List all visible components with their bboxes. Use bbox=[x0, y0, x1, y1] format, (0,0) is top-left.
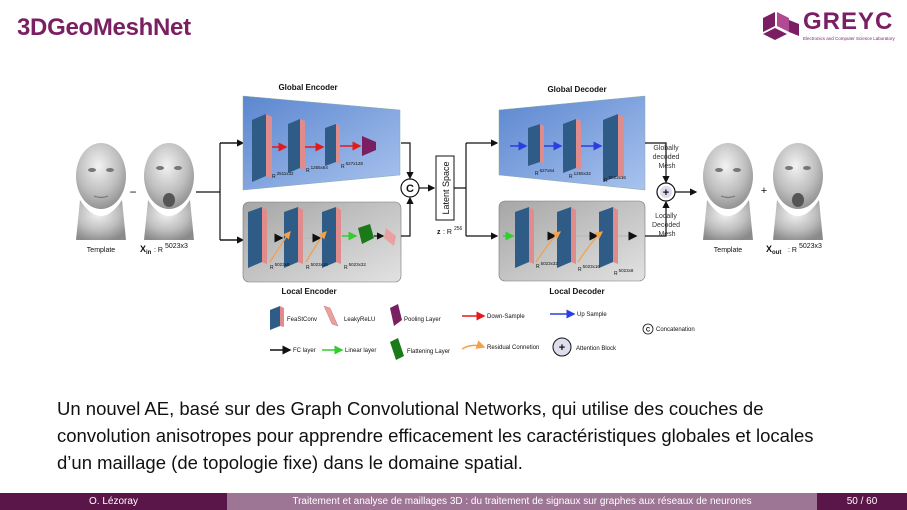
ge-dim-3: R627x128 bbox=[341, 161, 363, 170]
legend-concatenation-label: Concatenation bbox=[656, 327, 695, 333]
gd-to-attention-arrow bbox=[645, 142, 670, 184]
legend-leakyrelu-label: LeakyReLU bbox=[344, 317, 375, 323]
legend-downsample: Down-Sample bbox=[462, 311, 525, 321]
xin-dimension: : R5023x3 bbox=[154, 243, 188, 254]
xout-dimension: : R5023x3 bbox=[788, 243, 822, 254]
legend-upsample-label: Up Sample bbox=[577, 312, 607, 318]
latent-split-lines bbox=[454, 143, 467, 236]
body-paragraph: Un nouvel AE, basé sur des Graph Convolu… bbox=[57, 398, 814, 473]
legend-leakyrelu: LeakyReLU bbox=[323, 305, 375, 327]
ge-to-concat-arrow bbox=[401, 142, 414, 180]
legend-downsample-label: Down-Sample bbox=[487, 314, 525, 320]
global-encoder-layers bbox=[252, 114, 376, 182]
latent-space-label: Latent Space bbox=[441, 161, 451, 214]
xin-symbol: Xin bbox=[140, 244, 152, 256]
footer-page-number: 50 / 60 bbox=[817, 493, 907, 510]
ld-dim-1: R5023x32 bbox=[536, 261, 558, 270]
legend-pooling-label: Pooling Layer bbox=[404, 317, 441, 323]
local-decoder-label: Local Decoder bbox=[549, 287, 604, 296]
minus-sign: − bbox=[129, 185, 136, 199]
output-face bbox=[773, 143, 823, 240]
template-left-label: Template bbox=[87, 247, 116, 254]
gd-dim-1: R627x64 bbox=[535, 168, 555, 177]
legend: FeaStConv LeakyReLU Pooling Layer Down-S… bbox=[270, 304, 695, 360]
template-face-right bbox=[703, 143, 753, 240]
architecture-diagram: Template − Xin : R5023x3 Global Encoder … bbox=[76, 83, 823, 360]
legend-concat-symbol: C bbox=[646, 328, 651, 334]
legend-upsample: Up Sample bbox=[550, 309, 607, 319]
le-residual-1 bbox=[269, 231, 291, 263]
logo-subtitle: Electronics and Computer Science Laborat… bbox=[803, 36, 895, 41]
local-decoder-layers bbox=[515, 207, 618, 268]
legend-residual: Residual Connetion bbox=[461, 340, 539, 351]
legend-linear-label: Linear layer bbox=[345, 348, 376, 354]
global-encoder-label: Global Encoder bbox=[278, 83, 337, 92]
greyc-logo: GREYC Electronics and Computer Science L… bbox=[761, 8, 895, 48]
ge-dim-1: R2511x32 bbox=[272, 171, 294, 180]
input-face bbox=[144, 143, 194, 240]
ld-residual-1 bbox=[535, 231, 562, 263]
xout-symbol: Xout bbox=[766, 244, 781, 256]
global-decoder-label: Global Decoder bbox=[547, 85, 606, 94]
concat-symbol: C bbox=[406, 183, 414, 195]
global-decoder-layers bbox=[528, 114, 624, 182]
z-symbol: z bbox=[437, 229, 441, 236]
legend-fc: FC layer bbox=[270, 345, 316, 355]
attention-plus: + bbox=[663, 187, 669, 199]
legend-flattening: Flattening Layer bbox=[390, 338, 450, 360]
legend-attention-label: Attention Block bbox=[576, 346, 617, 352]
legend-flattening-label: Flattening Layer bbox=[407, 349, 450, 355]
slide-title: 3DGeoMeshNet bbox=[17, 14, 191, 41]
legend-concatenation: C Concatenation bbox=[642, 323, 695, 335]
legend-pooling: Pooling Layer bbox=[390, 304, 441, 326]
footer-author: O. Lézoray bbox=[0, 493, 227, 510]
legend-linear: Linear layer bbox=[322, 345, 376, 355]
local-encoder-layers bbox=[248, 207, 396, 268]
legend-attention-plus: + bbox=[559, 342, 565, 354]
ld-dim-3: R5023x8 bbox=[614, 268, 634, 277]
legend-fc-label: FC layer bbox=[293, 348, 316, 354]
legend-feastconv-label: FeaStConv bbox=[287, 317, 317, 323]
le-to-concat-arrow bbox=[401, 196, 414, 237]
gd-dim-2: R1255x32 bbox=[569, 171, 591, 180]
ld-dim-2: R5023x16 bbox=[578, 264, 600, 273]
template-right-label: Template bbox=[714, 247, 743, 254]
footer-talk-title: Traitement et analyse de maillages 3D : … bbox=[227, 493, 817, 510]
locally-decoded-label: Locally Decoded Mesh bbox=[652, 213, 682, 238]
le-dim-3: R5023x32 bbox=[344, 262, 366, 271]
le-dim-1: R5023x8 bbox=[270, 262, 290, 271]
ge-dim-2: R1255x64 bbox=[306, 165, 328, 174]
legend-attention: + Attention Block bbox=[552, 337, 617, 357]
template-face-left bbox=[76, 143, 126, 240]
local-encoder-label: Local Encoder bbox=[281, 287, 336, 296]
ld-residual-2 bbox=[577, 231, 604, 263]
le-residual-2 bbox=[305, 231, 327, 263]
logo-word: GREYC bbox=[803, 8, 894, 35]
legend-feastconv: FeaStConv bbox=[270, 306, 317, 330]
input-split-lines bbox=[196, 142, 241, 241]
ld-to-attention-arrow bbox=[645, 200, 670, 237]
output-plus-sign: + bbox=[761, 185, 767, 197]
gd-dim-3: R5023x16 bbox=[604, 175, 626, 184]
footer-bar: O. Lézoray Traitement et analyse de mail… bbox=[0, 493, 907, 510]
greyc-logo-icon bbox=[763, 12, 799, 40]
le-dim-2: R5023x16 bbox=[306, 262, 328, 271]
legend-residual-label: Residual Connetion bbox=[487, 345, 539, 351]
globally-decoded-label: Globally decoded Mesh bbox=[653, 145, 682, 170]
